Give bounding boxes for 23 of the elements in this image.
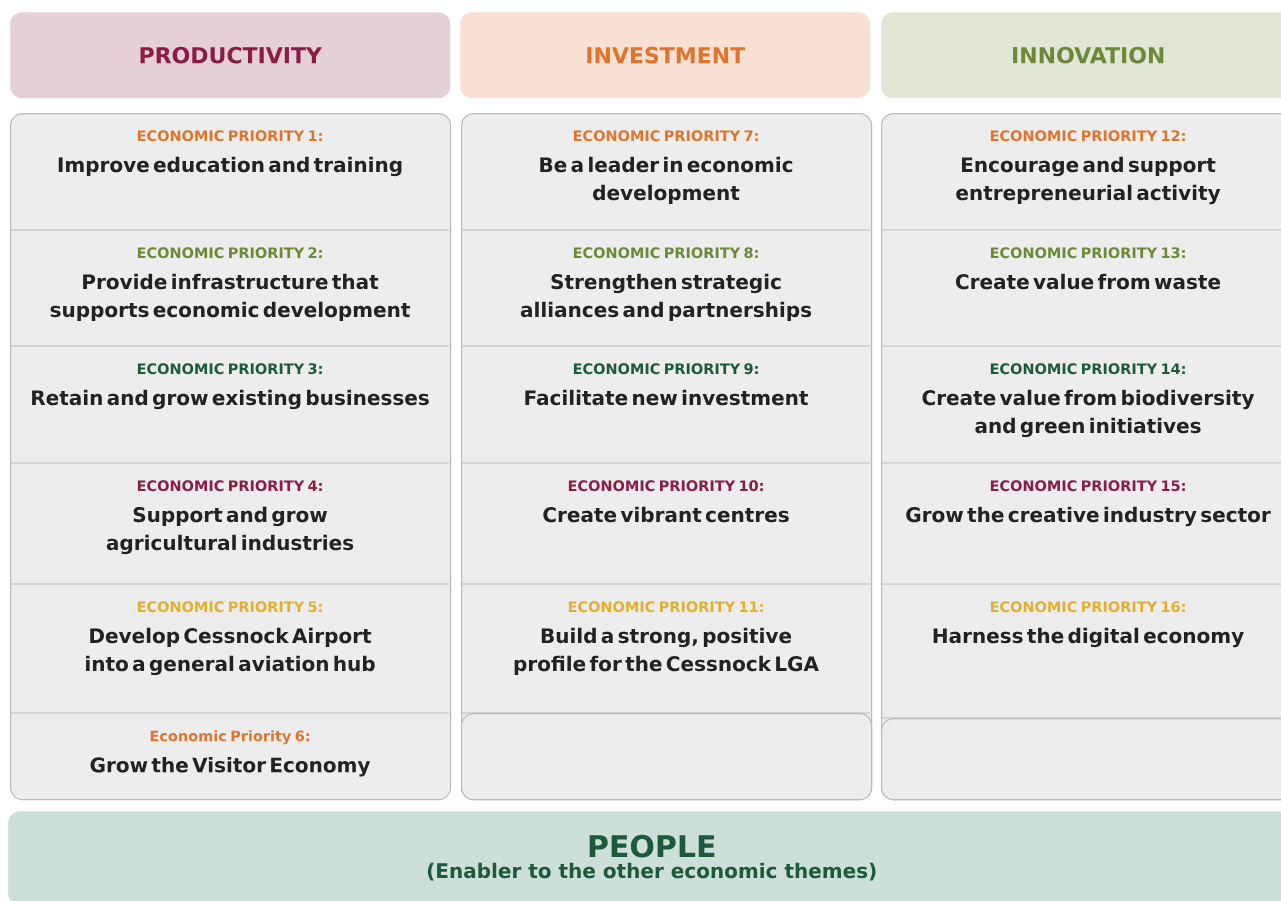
theme-header: INVESTMENT	[460, 12, 871, 99]
priority-cell: ECONOMIC PRIORITY 4: Support and grow agricultural industries	[106, 480, 354, 555]
priority-cell: Economic Priority 6: Grow the Visitor Economy	[90, 730, 371, 777]
priority-cell: ECONOMIC PRIORITY 16: Harness the digital economy	[933, 601, 1244, 648]
priority-cell: ECONOMIC PRIORITY 1: Improve education and training	[58, 130, 402, 177]
priority-cell: ECONOMIC PRIORITY 3: Retain and grow existing businesses	[32, 363, 429, 410]
theme-header: INNOVATION	[881, 12, 1281, 99]
priority-cell: ECONOMIC PRIORITY 10: Create vibrant centres	[543, 480, 789, 523]
priority-cell: ECONOMIC PRIORITY 8: Strengthen strategic alliances and partnerships	[520, 247, 812, 322]
priority-cell: ECONOMIC PRIORITY 12: Encourage and support entrepreneurial activity	[956, 130, 1221, 205]
enabler-band: PEOPLE (Enabler to the other economic themes)	[8, 811, 1281, 901]
priority-cell: ECONOMIC PRIORITY 11: Build a strong, positive profile for the Cessnock LGA	[514, 601, 819, 676]
priority-cell: ECONOMIC PRIORITY 15: Grow the creative industry sector	[906, 480, 1271, 527]
priority-cell: ECONOMIC PRIORITY 13: Create value from waste	[956, 247, 1221, 290]
priority-panel	[10, 113, 452, 801]
priority-cell: ECONOMIC PRIORITY 14: Create value from biodiversity and green initiatives	[922, 363, 1255, 438]
priority-cell: ECONOMIC PRIORITY 2: Provide infrastructure that supports economic development	[50, 247, 410, 322]
empty-cell	[461, 713, 873, 801]
priority-cell: ECONOMIC PRIORITY 7: Be a leader in economic development	[540, 130, 793, 205]
priority-cell: ECONOMIC PRIORITY 9: Facilitate new investment	[525, 363, 808, 406]
priority-cell: ECONOMIC PRIORITY 5: Develop Cessnock Airport into a general aviation hub	[86, 601, 375, 676]
empty-cell	[881, 718, 1281, 801]
theme-header: PRODUCTIVITY	[10, 12, 451, 99]
